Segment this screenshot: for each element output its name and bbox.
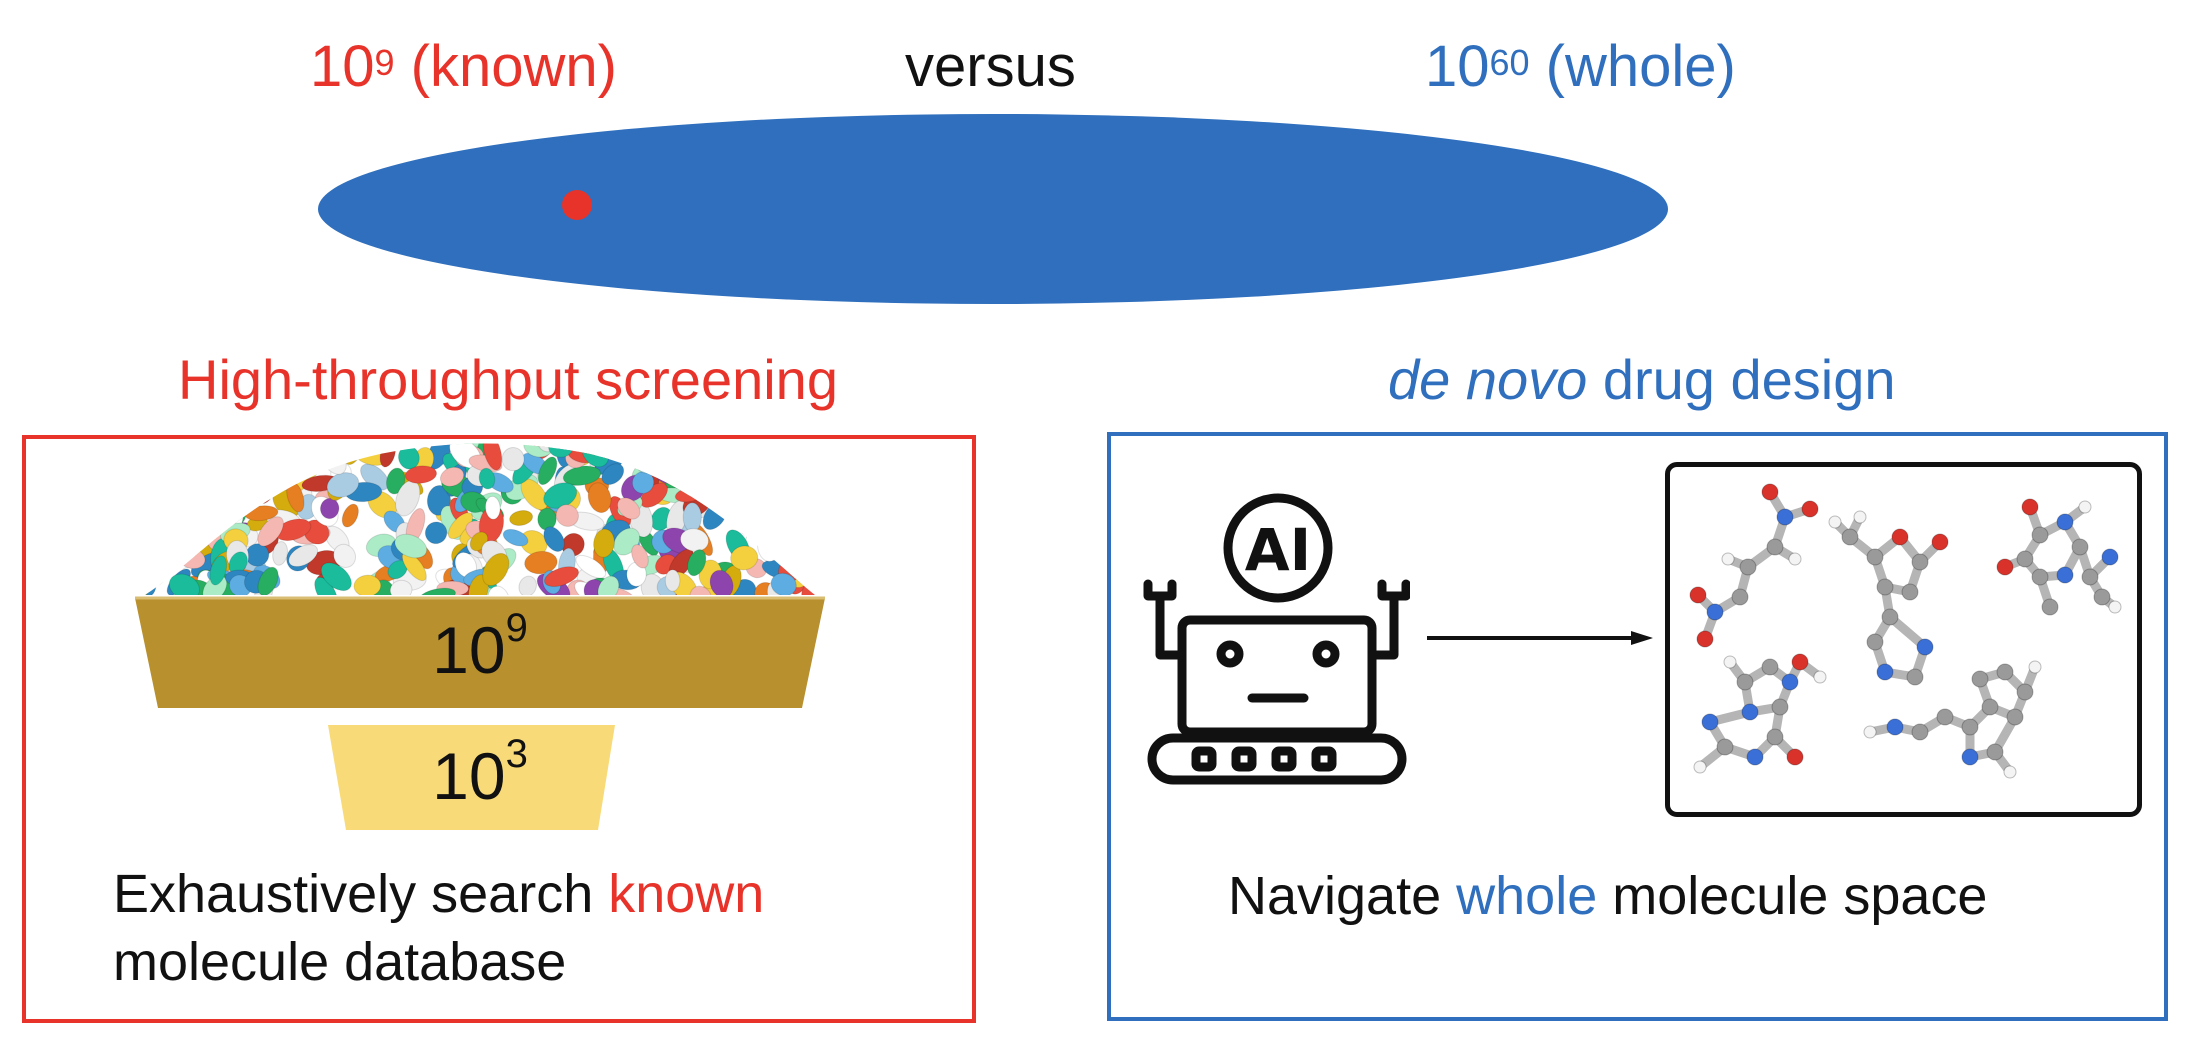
funnel-top-stage xyxy=(135,598,825,708)
ai-robot-icon: AI xyxy=(1143,493,1410,785)
robot-head xyxy=(1223,493,1333,603)
funnel-bottom-count: 103 xyxy=(432,732,528,813)
robot-right-arm xyxy=(1367,579,1410,660)
versus-label: versus xyxy=(905,34,1076,99)
screening-funnel xyxy=(135,596,825,830)
hts-title: High-throughput screening xyxy=(178,348,838,411)
molecule-4 xyxy=(1693,653,1827,774)
denovo-title: de novo drug design xyxy=(1388,348,1896,411)
hts-caption: Exhaustively search known molecule datab… xyxy=(113,864,765,992)
molecule-3 xyxy=(1996,498,2122,616)
robot-badge-text: AI xyxy=(1245,516,1311,584)
denovo-caption: Navigate whole molecule space xyxy=(1228,866,1988,926)
molecule-5 xyxy=(1863,660,2042,779)
hts-panel xyxy=(22,435,976,1023)
known-space-dot xyxy=(562,190,592,220)
funnel-bottom-stage xyxy=(328,725,615,830)
whole-space-shape xyxy=(318,114,1668,304)
chemical-space-ellipse xyxy=(318,114,1668,304)
robot-left-arm xyxy=(1143,579,1187,660)
funnel-top-count: 109 xyxy=(432,606,528,687)
generation-arrow xyxy=(1427,631,1653,645)
known-count-label: 109 (known) xyxy=(310,34,617,99)
generated-molecules-image xyxy=(1665,462,2142,817)
denovo-panel xyxy=(1107,432,2168,1021)
robot-body xyxy=(1177,615,1377,737)
molecule-1 xyxy=(1689,483,1819,648)
pill-pile-image xyxy=(145,443,815,595)
whole-count-label: 1060 (whole) xyxy=(1425,34,1736,99)
molecule-2 xyxy=(1828,510,1949,686)
